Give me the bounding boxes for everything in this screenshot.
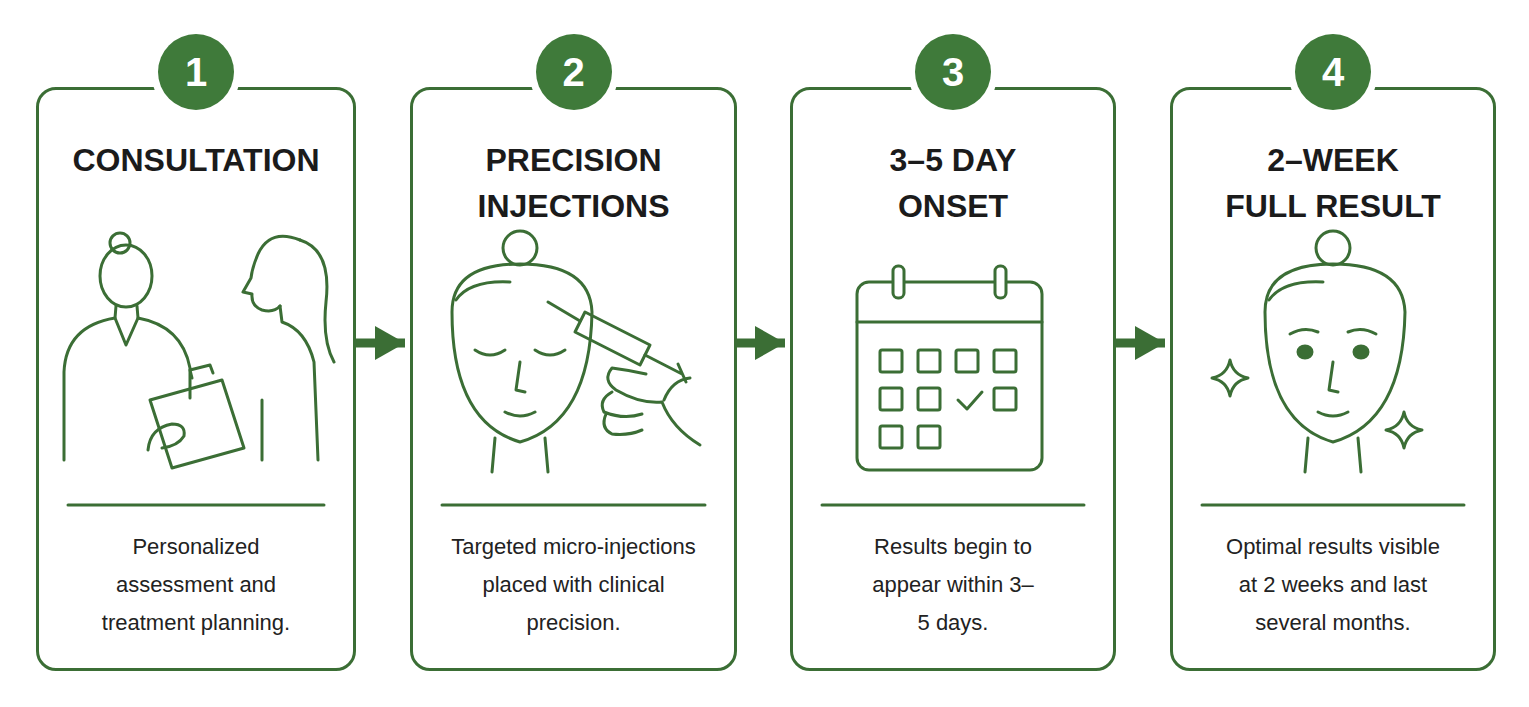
doctor-neck: [115, 306, 138, 318]
step-description: Personalized assessment and treatment pl…: [76, 528, 316, 642]
hand: [602, 368, 700, 445]
calendar-ring: [995, 266, 1006, 298]
step-card: 2–WEEK FULL RESULT Optimal results visibl…: [1170, 87, 1496, 671]
closed-eyes: [475, 350, 565, 355]
calendar-day: [880, 426, 902, 448]
nose: [1329, 362, 1338, 392]
step-number: 1: [185, 52, 207, 92]
clipboard-clip: [190, 365, 213, 378]
doctor-hand: [148, 424, 184, 450]
divider-line: [442, 504, 705, 507]
step-card: 3–5 DAY ONSET Results begin to appear wit…: [790, 87, 1116, 671]
check-mark: [958, 392, 982, 409]
step-description: Results begin to appear within 3–5 days.: [871, 528, 1036, 642]
calendar-illustration: [857, 266, 1042, 470]
calendar-day: [994, 388, 1016, 410]
step-description: Optimal results visible at 2 weeks and l…: [1220, 528, 1446, 642]
neck: [492, 438, 548, 472]
syringe-barrel: [575, 312, 650, 365]
calendar-day: [918, 350, 940, 372]
face-outline: [452, 264, 592, 442]
divider-lines: [68, 504, 1464, 507]
doctor-body: [64, 318, 190, 460]
patient-face: [243, 236, 300, 311]
mouth: [1318, 412, 1348, 416]
clipboard: [150, 380, 244, 468]
divider-line: [1202, 504, 1464, 507]
eyebrows: [1290, 329, 1376, 334]
sparkle: [1212, 360, 1248, 396]
calendar-day: [918, 426, 940, 448]
flow-arrow: [737, 339, 785, 348]
hair-bun: [1316, 231, 1350, 265]
nose: [516, 362, 525, 392]
step-heading: PRECISION INJECTIONS: [464, 137, 684, 229]
calendar-day: [994, 350, 1016, 372]
step-description: Targeted micro-injections placed with cl…: [444, 528, 704, 642]
sparkle: [1386, 412, 1422, 448]
step-number-badge: 2: [536, 34, 612, 110]
hair-bun: [110, 233, 130, 253]
divider-line: [68, 504, 324, 507]
step-heading: 2–WEEK FULL RESULT: [1223, 137, 1443, 229]
step-card: CONSULTATION Personalized assessment and …: [36, 87, 356, 671]
face-outline: [1265, 264, 1405, 442]
doctor-head: [100, 245, 152, 307]
step-number: 2: [562, 52, 584, 92]
mouth: [505, 412, 535, 416]
injection-illustration: [452, 231, 700, 472]
calendar-band: [857, 321, 1042, 324]
calendar-day: [880, 350, 902, 372]
step-heading: 3–5 DAY ONSET: [843, 137, 1063, 229]
flow-arrow: [1116, 339, 1165, 348]
consultation-illustration: [64, 233, 334, 468]
open-eye: [1354, 346, 1368, 358]
hair-bun: [503, 231, 537, 265]
hair-line: [456, 282, 510, 300]
neck: [1305, 438, 1361, 472]
syringe-needle: [548, 302, 580, 321]
flow-arrow: [356, 339, 405, 348]
step-heading: CONSULTATION: [56, 137, 336, 183]
hair-line: [1269, 282, 1323, 300]
step-number: 4: [1322, 52, 1344, 92]
step-number: 3: [942, 52, 964, 92]
patient-hair: [300, 240, 334, 362]
calendar-frame: [857, 282, 1042, 470]
patient-body: [262, 306, 318, 460]
calendar-day: [880, 388, 902, 410]
step-card: PRECISION INJECTIONS Targeted micro-injec…: [410, 87, 737, 671]
step-number-badge: 4: [1295, 34, 1371, 110]
calendar-day: [918, 388, 940, 410]
open-eye: [1298, 346, 1312, 358]
step-number-badge: 3: [915, 34, 991, 110]
calendar-day: [956, 350, 978, 372]
step-number-badge: 1: [158, 34, 234, 110]
result-illustration: [1212, 231, 1422, 472]
divider-line: [822, 504, 1084, 507]
calendar-ring: [893, 266, 904, 298]
syringe-plunger: [645, 355, 686, 382]
